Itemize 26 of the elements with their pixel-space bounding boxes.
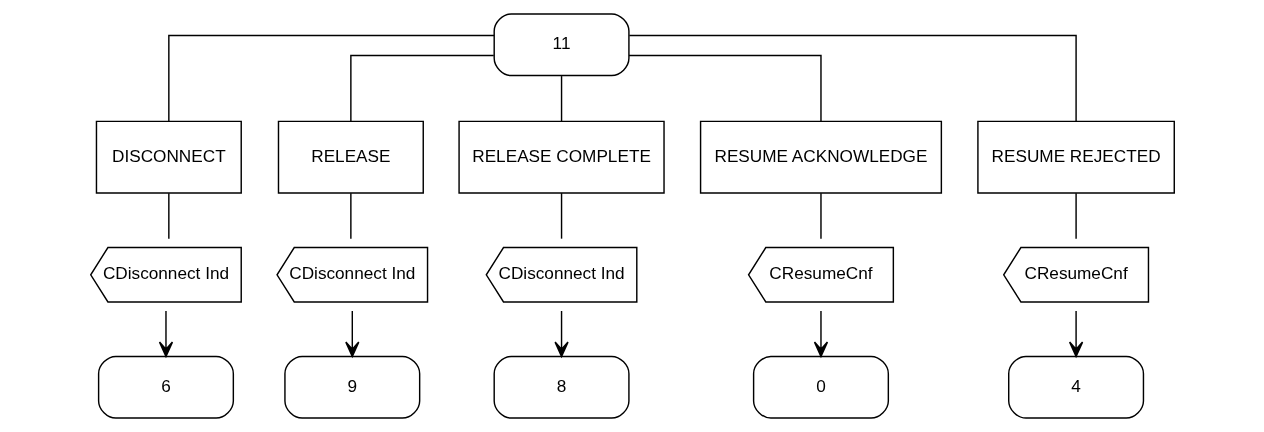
- node-box: 9: [283, 355, 420, 419]
- connector: [627, 54, 822, 122]
- node-box: RESUME ACKNOWLEDGE: [699, 120, 942, 194]
- node-box: 8: [492, 355, 630, 419]
- arrow: [553, 310, 569, 358]
- connector: [349, 192, 352, 240]
- connector: [1074, 192, 1077, 240]
- connector: [349, 54, 494, 122]
- connector: [560, 192, 562, 240]
- node-box: 4: [1007, 355, 1144, 419]
- connector: [628, 34, 1077, 123]
- connector: [560, 75, 562, 123]
- arrow: [158, 310, 173, 358]
- node-box: 0: [752, 355, 889, 419]
- node-box: RELEASE COMPLETE: [457, 120, 665, 194]
- arrow: [813, 310, 828, 358]
- arrow: [1068, 310, 1083, 358]
- node-box: RELEASE: [277, 120, 424, 194]
- connector: [819, 192, 822, 240]
- node-box: RESUME REJECTED: [976, 120, 1175, 194]
- connector: [167, 192, 170, 240]
- node-box: 11: [492, 13, 630, 77]
- node-box: DISCONNECT: [95, 120, 242, 194]
- arrow: [344, 310, 359, 358]
- node-box: 6: [97, 355, 234, 419]
- connector: [167, 34, 495, 123]
